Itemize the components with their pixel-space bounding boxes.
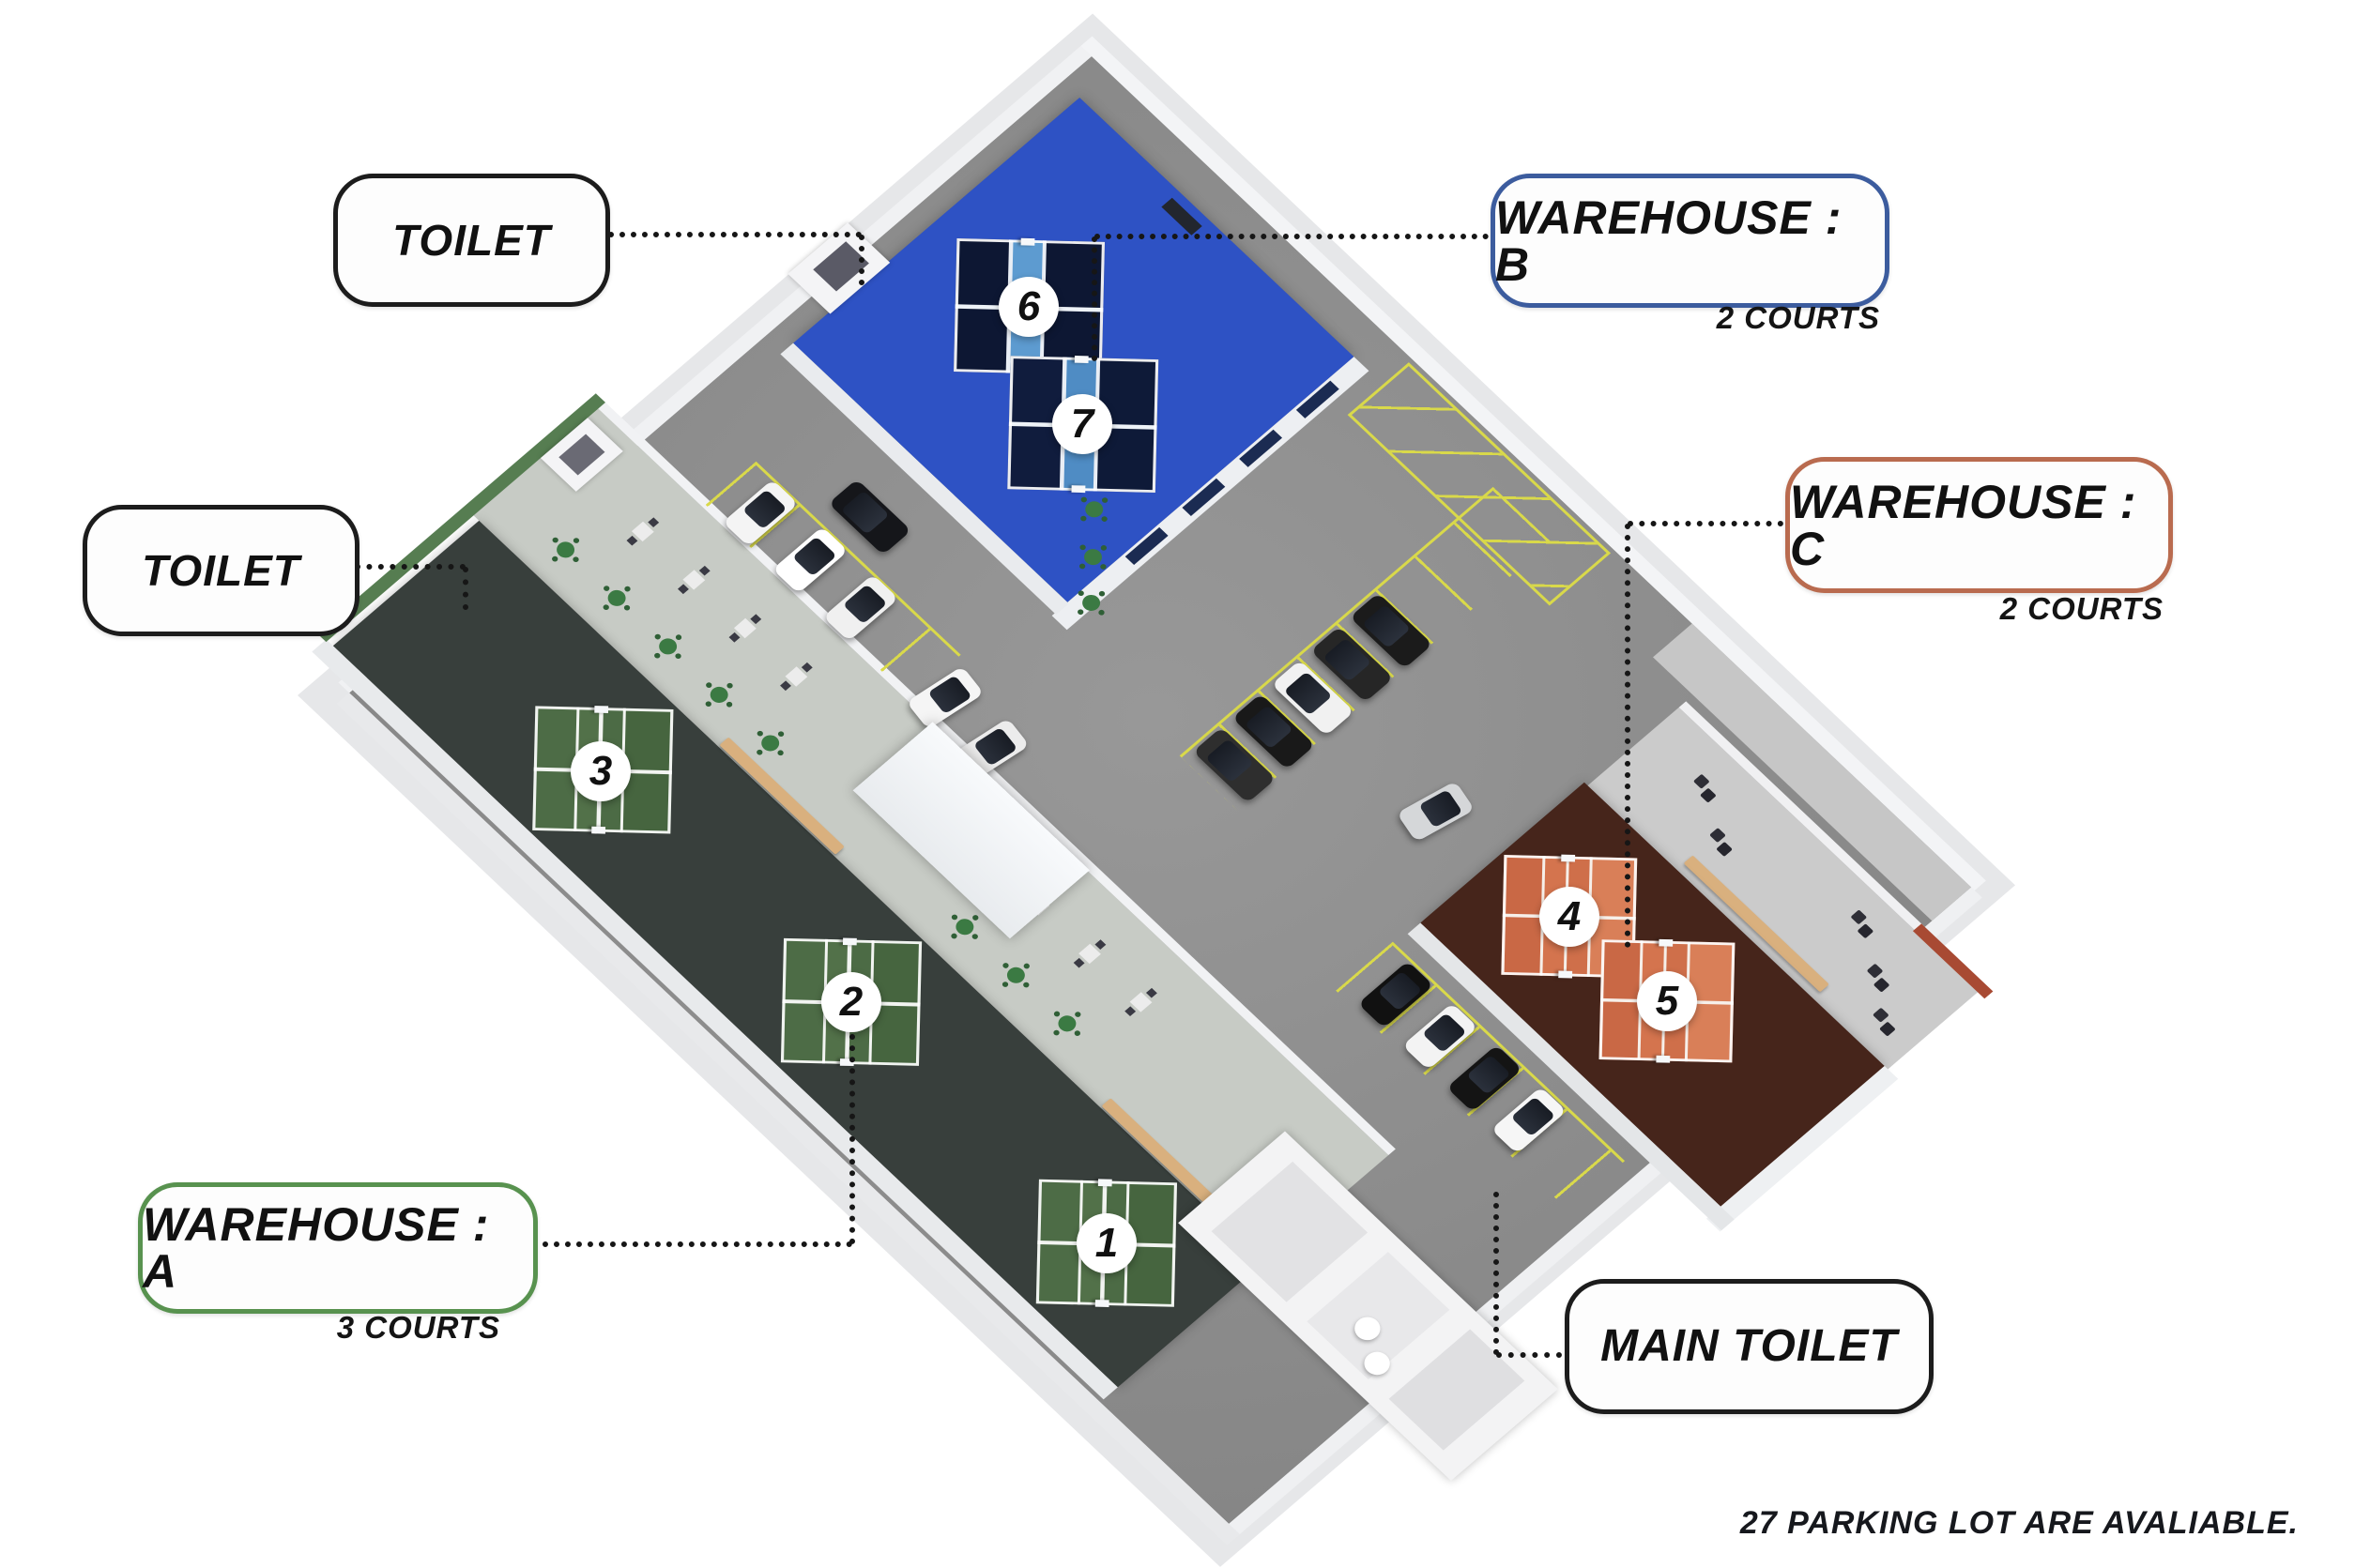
callout-toilet-left: TOILET xyxy=(83,505,359,636)
court-number: 4 xyxy=(1557,893,1582,939)
leader-warehouse-b xyxy=(1094,234,1489,239)
callout-label: TOILET xyxy=(392,216,551,265)
leader-warehouse-c xyxy=(1628,521,1783,526)
court-number: 7 xyxy=(1070,401,1094,447)
callout-label: TOILET xyxy=(142,546,300,595)
warehouse-c-courts-count: 2 COURTS xyxy=(1882,593,2164,624)
court-badge-1: 1 xyxy=(1077,1213,1137,1273)
court-badge-4: 4 xyxy=(1539,887,1599,947)
parking-availability-note: 27 PARKING LOT ARE AVALIABLE. xyxy=(1740,1507,2299,1539)
callout-warehouse-a: WAREHOUSE : A xyxy=(138,1182,538,1314)
leader-toilet-left-drop xyxy=(463,567,468,610)
callout-label: MAIN TOILET xyxy=(1600,1321,1898,1371)
court-number: 3 xyxy=(589,748,613,794)
parking-note-text: 27 PARKING LOT ARE AVALIABLE. xyxy=(1739,1505,2299,1541)
callout-label: WAREHOUSE : B xyxy=(1495,190,1843,291)
court-number: 1 xyxy=(1094,1220,1119,1266)
warehouse-a-courts-count: 3 COURTS xyxy=(219,1312,500,1343)
leader-toilet-top-drop xyxy=(859,235,864,285)
callout-warehouse-c: WAREHOUSE : C xyxy=(1785,457,2173,593)
leader-toilet-left xyxy=(355,564,466,570)
courts-count-label: 2 COURTS xyxy=(1716,300,1880,335)
leader-main-toilet xyxy=(1496,1352,1562,1358)
leader-main-toilet-drop xyxy=(1493,1192,1499,1355)
court-badge-2: 2 xyxy=(821,972,881,1032)
callout-toilet-top: TOILET xyxy=(333,174,610,307)
leader-warehouse-a xyxy=(531,1241,852,1247)
courts-count-label: 3 COURTS xyxy=(336,1310,500,1345)
court-number: 6 xyxy=(1017,283,1041,329)
warehouse-b-courts-count: 2 COURTS xyxy=(1598,302,1880,333)
callout-warehouse-b: WAREHOUSE : B xyxy=(1491,174,1889,308)
court-badge-5: 5 xyxy=(1637,971,1697,1031)
leader-warehouse-b-drop xyxy=(1092,236,1097,361)
court-number: 2 xyxy=(839,979,864,1025)
courts-count-label: 2 COURTS xyxy=(1999,591,2164,626)
court-badge-7: 7 xyxy=(1052,394,1112,454)
court-number: 5 xyxy=(1655,978,1679,1024)
leader-warehouse-a-drop xyxy=(849,1034,855,1244)
callout-label: WAREHOUSE : A xyxy=(143,1198,490,1298)
leader-toilet-top xyxy=(608,232,862,237)
leader-warehouse-c-drop xyxy=(1625,524,1630,948)
court-badge-3: 3 xyxy=(571,741,631,801)
callout-label: WAREHOUSE : C xyxy=(1790,475,2137,575)
callout-main-toilet: MAIN TOILET xyxy=(1565,1279,1934,1414)
court-badge-6: 6 xyxy=(999,277,1059,337)
